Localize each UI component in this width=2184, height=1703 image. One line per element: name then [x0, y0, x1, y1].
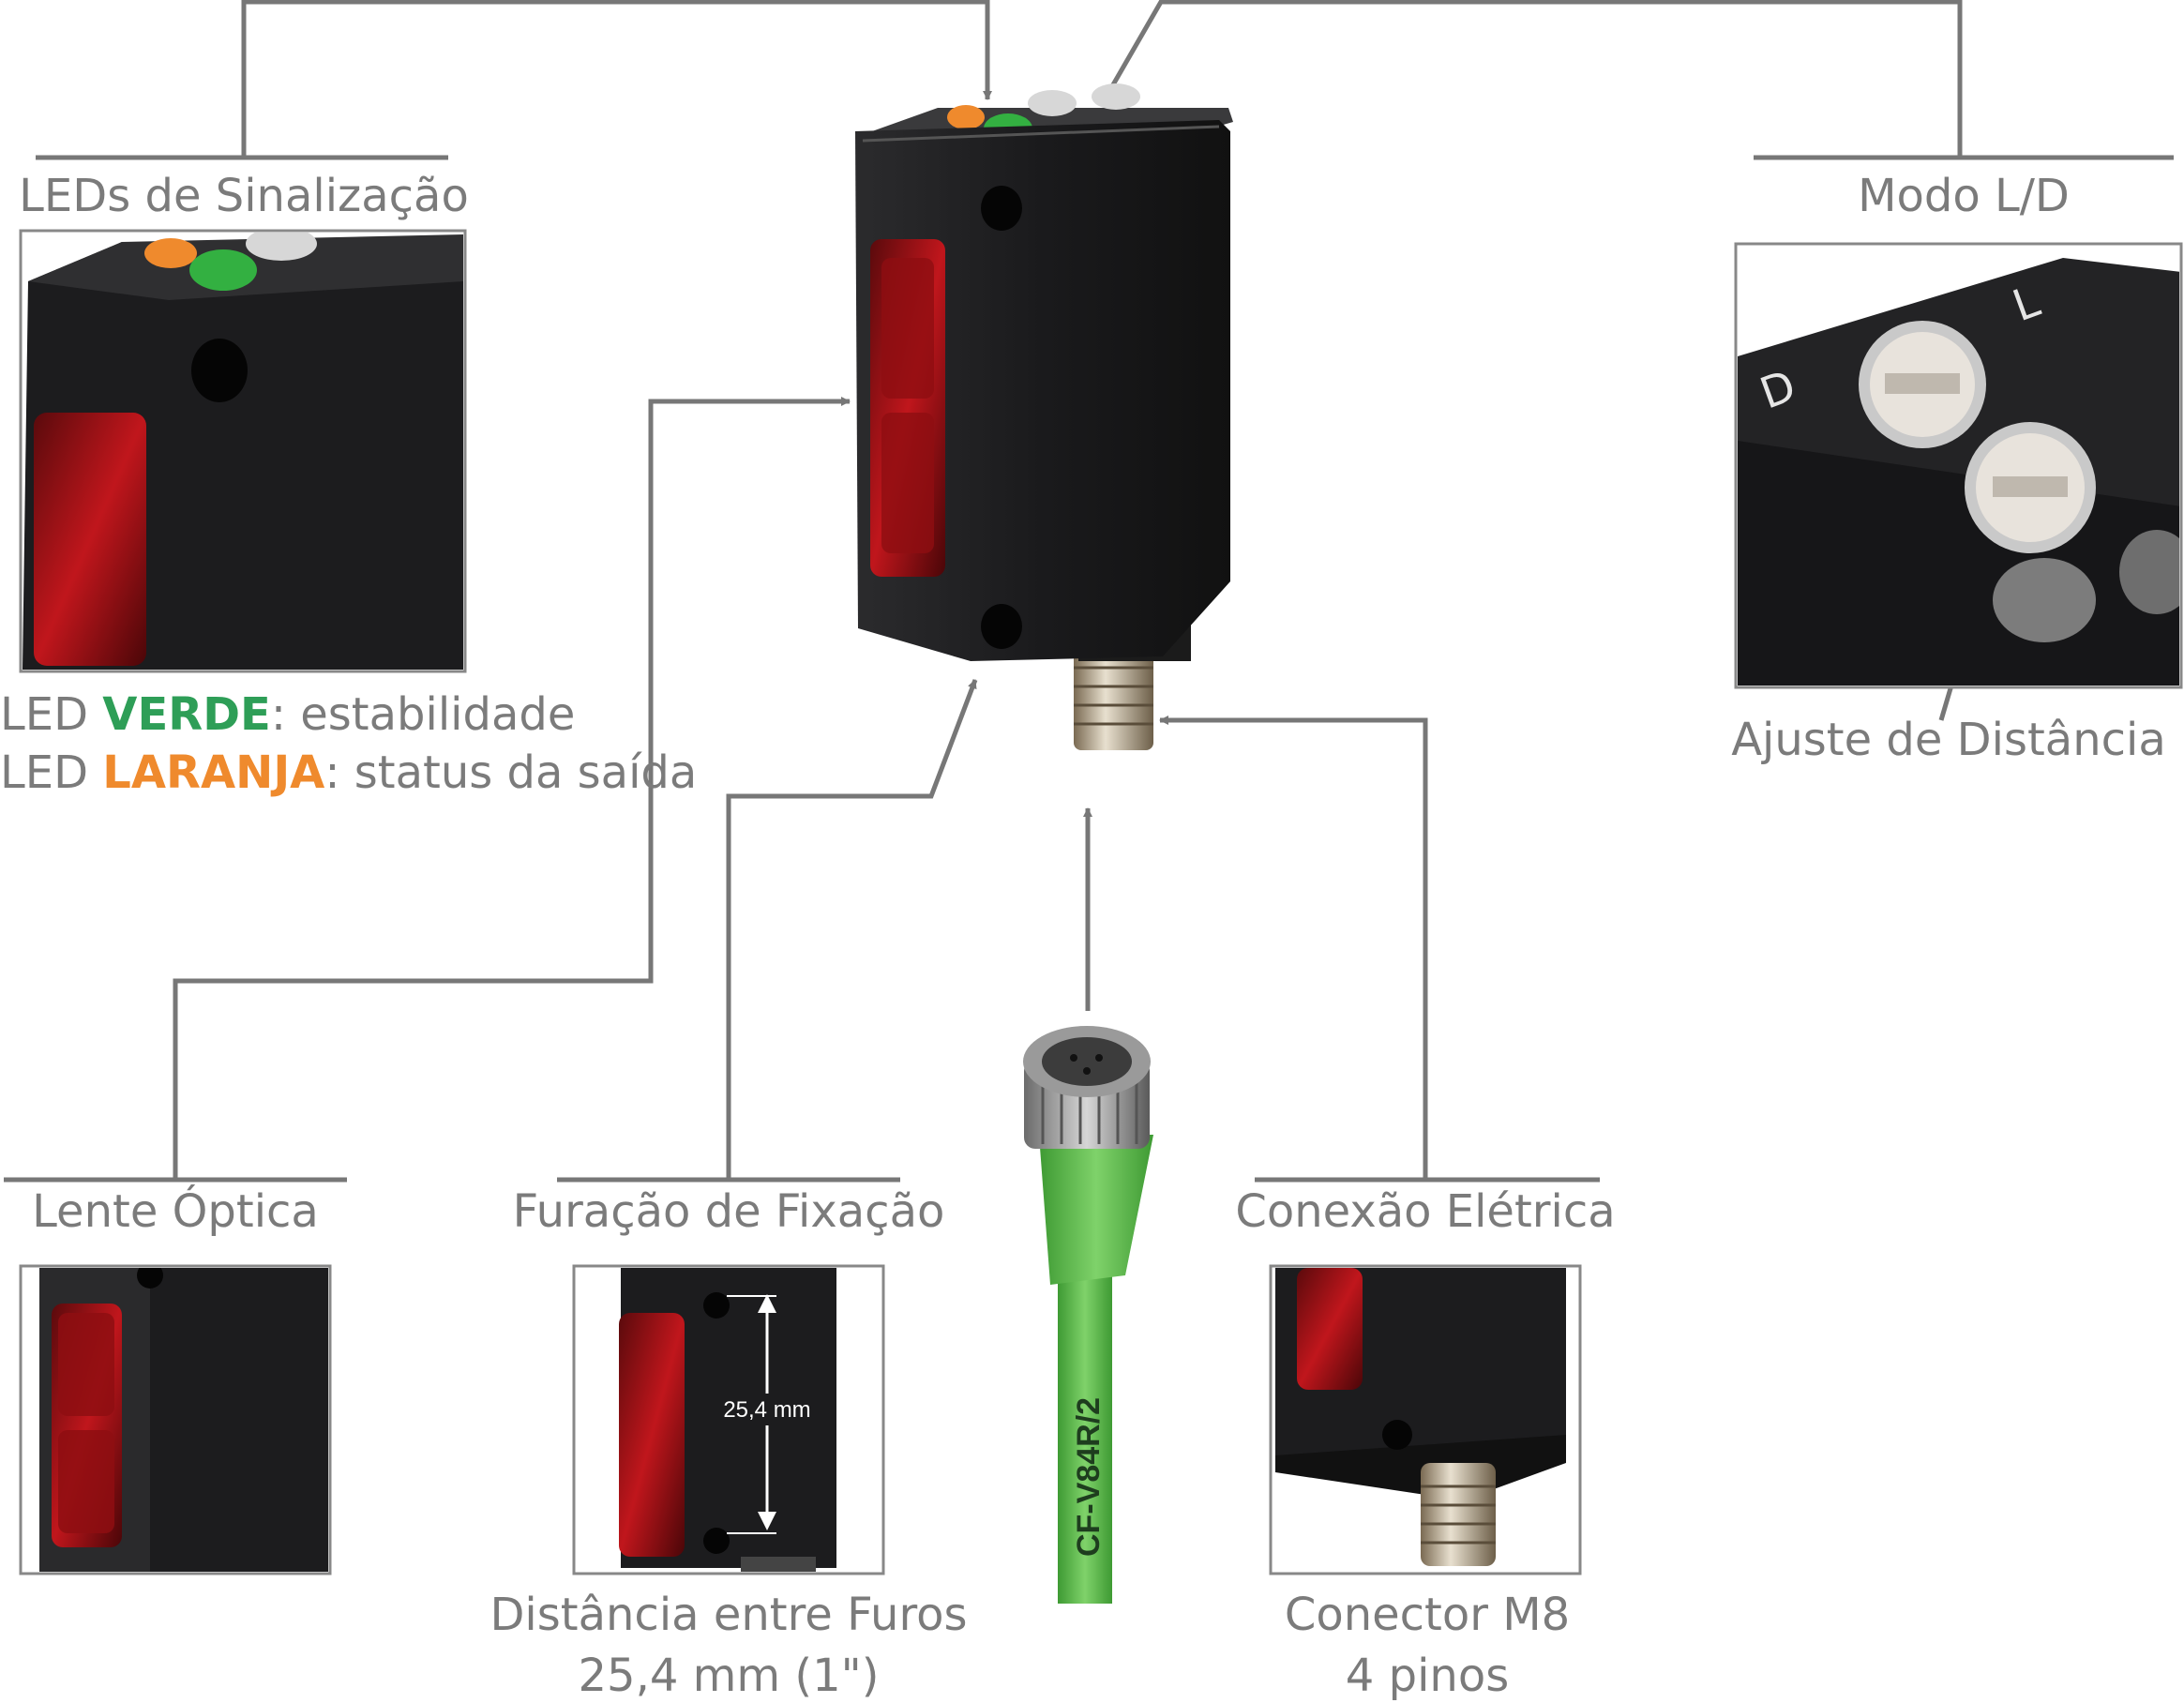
connector-line1: Conector M8 [1285, 1589, 1570, 1641]
lens-title: Lente Óptica [32, 1184, 319, 1238]
orange-led-legend: LED LARANJA: status da saída [0, 746, 697, 799]
mounting-leader-line [726, 679, 978, 1180]
main-sensor-image [855, 83, 1233, 750]
mode-title: Modo L/D [1858, 170, 2070, 222]
lens-inset-image [19, 1264, 332, 1575]
connector-line2: 4 pinos [1346, 1650, 1509, 1702]
green-led-legend: LED VERDE: estabilidade [0, 688, 575, 741]
leds-leader-line [241, 0, 992, 158]
leds-title: LEDs de Sinalização [19, 170, 469, 222]
cable-model-label: CF-V84R/2 [1071, 1397, 1107, 1557]
green-word: VERDE [102, 688, 271, 741]
orange-led-icon [947, 105, 985, 129]
leds-inset-image [19, 229, 467, 673]
distance-adjust-title: Ajuste de Distância [1731, 714, 2166, 766]
electrical-inset-image [1269, 1264, 1582, 1575]
electrical-title: Conexão Elétrica [1235, 1185, 1615, 1238]
bottom-mount-hole-icon [981, 604, 1022, 649]
mode-inset-image: D L [1734, 242, 2183, 689]
hole-distance-line1: Distância entre Furos [490, 1589, 967, 1641]
leader-lines [4, 0, 2174, 1183]
hole-distance-line2: 25,4 mm (1") [579, 1650, 880, 1702]
top-mount-hole-icon [981, 186, 1022, 231]
orange-word: LARANJA [102, 746, 324, 799]
mounting-title: Furação de Fixação [513, 1185, 945, 1238]
cable-image: CF-V84R/2 [1023, 1026, 1153, 1604]
dimension-label: 25,4 mm [723, 1397, 810, 1423]
mode-leader-line [1102, 0, 1963, 158]
mounting-inset-image: 25,4 mm [572, 1264, 885, 1575]
lens-leader-line [173, 397, 851, 1180]
electrical-leader-line [1159, 716, 1428, 1180]
